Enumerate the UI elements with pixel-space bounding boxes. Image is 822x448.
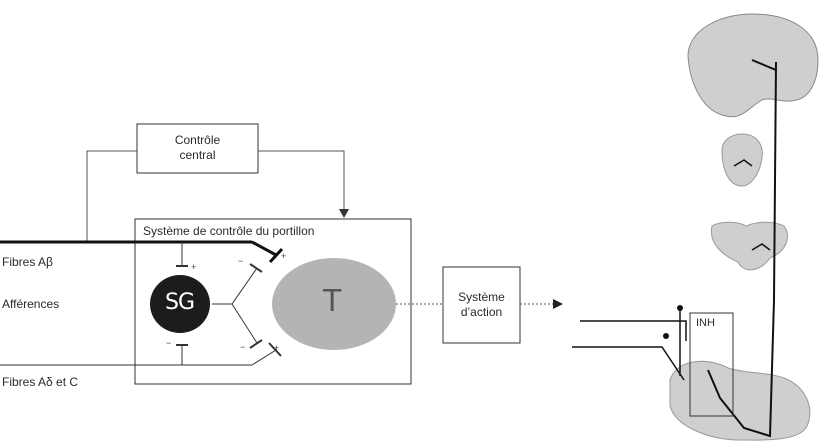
sg-lower-branch bbox=[232, 304, 257, 343]
afferent-upper bbox=[580, 321, 686, 341]
central-control-line1: Contrôle bbox=[175, 133, 220, 147]
afferent-node-left bbox=[663, 333, 669, 339]
afferent-node-top bbox=[677, 305, 683, 311]
central-control-line2: central bbox=[179, 148, 215, 162]
sign-lower-left: − bbox=[240, 342, 245, 352]
gate-system-title: Système de contrôle du portillon bbox=[143, 224, 314, 238]
sign-sg-bottom: − bbox=[166, 338, 171, 348]
sign-upper-right: + bbox=[281, 251, 286, 261]
fibres-ab-label: Fibres Aβ bbox=[2, 255, 53, 269]
central-control-output-line bbox=[258, 151, 344, 209]
action-system-line1: Système bbox=[458, 290, 505, 304]
brain-top bbox=[688, 14, 818, 117]
brain-stem-middle bbox=[711, 222, 787, 270]
afferents-label: Afférences bbox=[2, 297, 59, 311]
t-label: T bbox=[323, 284, 341, 319]
central-control-label: Contrôle central bbox=[137, 133, 258, 163]
action-system-label: Système d’action bbox=[443, 290, 520, 320]
fibres-ad-c-to-t bbox=[252, 350, 276, 365]
central-control-input-line bbox=[87, 151, 137, 241]
fibres-ab-to-t bbox=[252, 242, 276, 255]
central-control-arrowhead bbox=[339, 209, 349, 218]
sg-upper-branch bbox=[212, 268, 257, 304]
afferent-lower bbox=[572, 347, 684, 380]
sign-lower-right: + bbox=[274, 343, 279, 353]
inh-label: INH bbox=[696, 316, 715, 330]
brain-stem-upper bbox=[722, 134, 762, 186]
sg-label: SG bbox=[165, 290, 194, 315]
sign-sg-top: + bbox=[191, 262, 196, 272]
fibres-ad-c-label: Fibres Aδ et C bbox=[2, 375, 78, 389]
brain-illustration bbox=[670, 14, 818, 440]
sign-upper-left: − bbox=[238, 256, 243, 266]
action-arrowhead bbox=[553, 299, 563, 309]
sg-upper-bar bbox=[250, 264, 262, 272]
action-system-line2: d’action bbox=[461, 305, 502, 319]
spinal-cord-section bbox=[670, 361, 810, 440]
